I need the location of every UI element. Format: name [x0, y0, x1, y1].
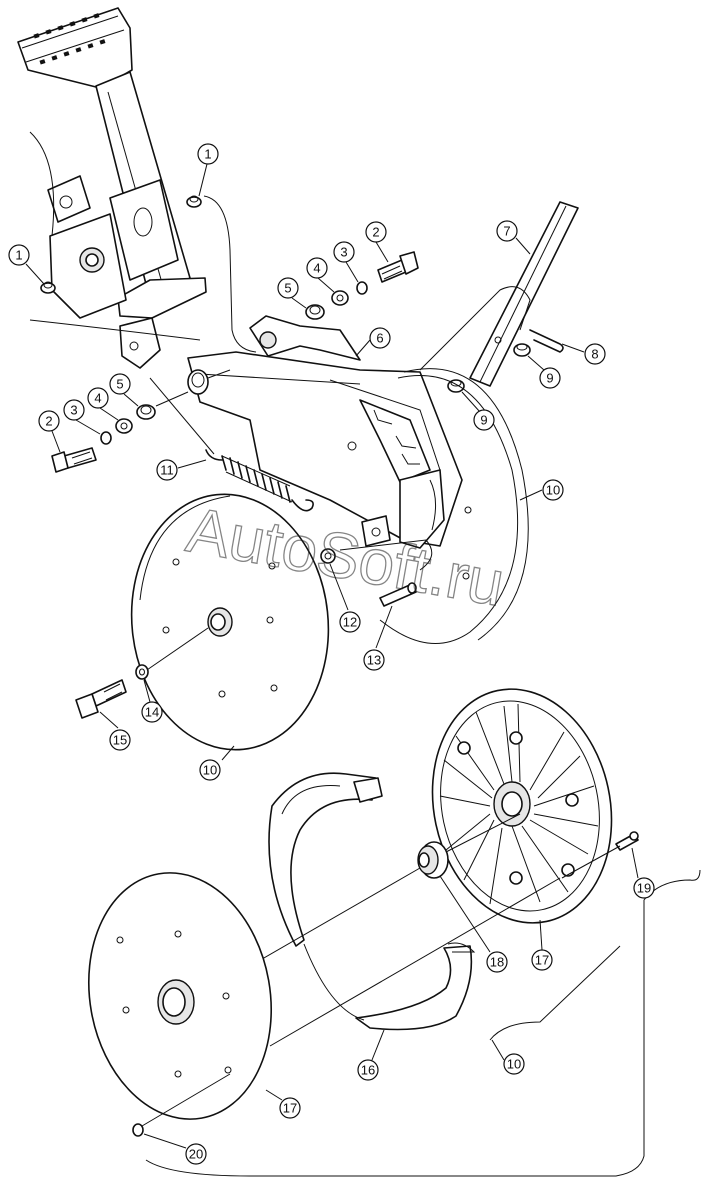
- svg-text:18: 18: [490, 955, 504, 970]
- spacer-5-arm: [187, 369, 231, 395]
- bushing-9-left: [447, 379, 465, 393]
- callout-11: 11: [156, 459, 207, 481]
- assembly-bracket-line: [145, 869, 701, 1177]
- callout-17-back: 17: [531, 919, 553, 971]
- svg-text:6: 6: [376, 331, 383, 346]
- washer-4-upper: [331, 290, 349, 306]
- svg-text:10: 10: [546, 483, 560, 498]
- tire-half-16: [303, 942, 476, 1031]
- svg-text:3: 3: [340, 245, 347, 260]
- svg-text:19: 19: [637, 881, 651, 896]
- tire-half-upper: [268, 772, 383, 947]
- spacer-5-upper: [305, 304, 325, 320]
- svg-text:9: 9: [546, 371, 553, 386]
- callout-1-left: 1: [8, 244, 45, 285]
- mounting-plate: [29, 131, 201, 341]
- callout-17-front: 17: [265, 1089, 301, 1119]
- svg-text:2: 2: [45, 414, 52, 429]
- spacer-5-lower: [136, 404, 156, 420]
- svg-text:10: 10: [507, 1057, 521, 1072]
- bolt-15: [75, 679, 127, 719]
- svg-text:17: 17: [283, 1101, 297, 1116]
- svg-text:9: 9: [480, 413, 487, 428]
- callout-4-lower: 4: [87, 387, 119, 421]
- bushing-9-right: [513, 343, 531, 357]
- bearing-hub-18: [417, 841, 449, 879]
- cotter-pin-8: [529, 329, 564, 353]
- bushing-1-top: [186, 195, 202, 208]
- callout-10-bottom: 10: [491, 1039, 525, 1075]
- rim-plate-17-back: [431, 688, 613, 924]
- svg-text:4: 4: [94, 391, 101, 406]
- svg-text:10: 10: [203, 763, 217, 778]
- arm-6: [187, 315, 463, 549]
- svg-text:15: 15: [113, 733, 127, 748]
- callout-3-lower: 3: [63, 399, 101, 435]
- washer-12: [320, 548, 336, 564]
- callout-3-upper: 3: [333, 241, 359, 283]
- svg-text:2: 2: [372, 225, 379, 240]
- callout-6: 6: [355, 327, 391, 357]
- svg-text:11: 11: [160, 463, 174, 478]
- callout-19: 19: [631, 847, 655, 899]
- svg-text:14: 14: [145, 705, 159, 720]
- svg-text:13: 13: [367, 653, 381, 668]
- callout-2-upper: 2: [365, 221, 389, 263]
- svg-text:7: 7: [503, 224, 510, 239]
- disc-10-rear: [379, 368, 529, 644]
- pin-13: [379, 582, 417, 607]
- bushing-1-left: [40, 281, 56, 294]
- frame-bar: [17, 7, 133, 89]
- spring-11: [205, 449, 314, 512]
- disc-10-front: [130, 493, 330, 751]
- callout-14: 14: [141, 679, 163, 723]
- svg-text:5: 5: [284, 281, 291, 296]
- callout-5-upper: 5: [277, 277, 307, 309]
- svg-text:1: 1: [15, 248, 22, 263]
- callout-15: 15: [99, 711, 131, 751]
- callout-20: 20: [143, 1133, 207, 1165]
- callout-13: 13: [363, 605, 393, 671]
- callout-5-lower: 5: [109, 373, 139, 407]
- rim-plate-17-front: [87, 872, 273, 1120]
- washer-14: [135, 664, 149, 680]
- svg-text:1: 1: [204, 147, 211, 162]
- lockwasher-3-upper: [356, 281, 368, 295]
- svg-text:8: 8: [591, 347, 598, 362]
- svg-text:5: 5: [116, 377, 123, 392]
- scraper-blade-7: [469, 201, 579, 387]
- callout-1-top: 1: [197, 143, 219, 197]
- washer-4-lower: [115, 418, 133, 434]
- svg-text:16: 16: [361, 1063, 375, 1078]
- svg-text:20: 20: [189, 1147, 203, 1162]
- callout-9-right: 9: [527, 355, 561, 389]
- callout-12: 12: [329, 563, 361, 633]
- svg-text:4: 4: [313, 261, 320, 276]
- pivot-block: [339, 515, 433, 571]
- svg-text:17: 17: [535, 953, 549, 968]
- bolt-2-upper: [377, 251, 419, 283]
- screw-19: [615, 831, 639, 851]
- callout-16: 16: [357, 1029, 385, 1081]
- callout-4-upper: 4: [306, 257, 335, 293]
- svg-text:12: 12: [343, 615, 357, 630]
- callout-2-lower: 2: [38, 410, 61, 453]
- callout-9-left: 9: [461, 391, 495, 431]
- callout-10-front: 10: [199, 745, 235, 781]
- callout-10-right: 10: [519, 479, 564, 501]
- callout-18: 18: [439, 875, 508, 973]
- callout-8: 8: [561, 343, 606, 365]
- vertical-arm: [95, 71, 207, 369]
- bolt-2-lower: [51, 447, 97, 473]
- lockwasher-3-lower: [100, 431, 112, 445]
- nut-20: [132, 1073, 231, 1137]
- callout-7: 7: [496, 220, 531, 255]
- svg-text:3: 3: [70, 403, 77, 418]
